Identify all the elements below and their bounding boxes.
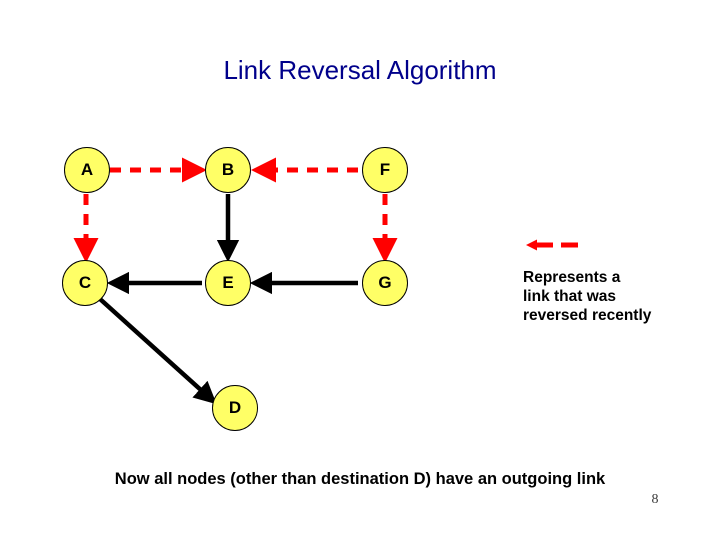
graph-node-b[interactable]: B: [205, 147, 251, 193]
edge-c-to-d: [98, 297, 217, 405]
legend-line-3: reversed recently: [523, 307, 652, 324]
graph-node-b-label: B: [221, 160, 235, 179]
red-dashed-left-arrow-icon: [526, 239, 578, 251]
graph-node-g-label: G: [378, 273, 392, 292]
graph-node-a[interactable]: A: [64, 147, 110, 193]
legend-line-1: Represents a: [523, 269, 621, 286]
graph-node-c[interactable]: C: [62, 260, 108, 306]
legend-line-2: link that was: [523, 288, 617, 305]
legend-description: Represents a link that was reversed rece…: [523, 268, 713, 325]
graph-node-a-label: A: [80, 160, 94, 179]
page-number: 8: [651, 492, 659, 507]
graph-node-d[interactable]: D: [212, 385, 258, 431]
graph-node-e-label: E: [222, 273, 234, 292]
graph-node-f[interactable]: F: [362, 147, 408, 193]
graph-node-f-label: F: [379, 160, 391, 179]
graph-node-e[interactable]: E: [205, 260, 251, 306]
graph-node-c-label: C: [78, 273, 92, 292]
graph-node-d-label: D: [228, 398, 242, 417]
slide-caption: Now all nodes (other than destination D)…: [114, 470, 606, 488]
page-title: Link Reversal Algorithm: [223, 55, 497, 85]
graph-node-g[interactable]: G: [362, 260, 408, 306]
